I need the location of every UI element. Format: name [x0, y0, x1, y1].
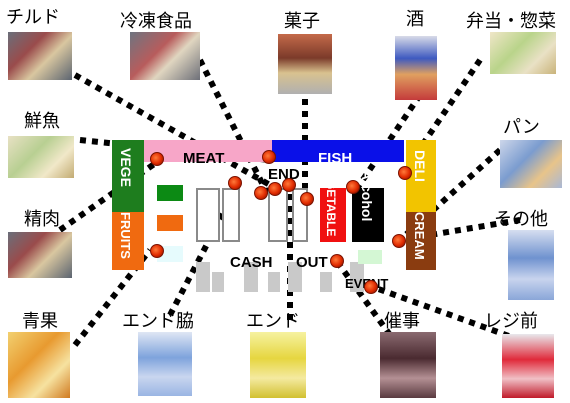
- register-7: [350, 262, 364, 292]
- label-register-front: レジ前: [484, 311, 538, 332]
- fruit-veg-photo: [8, 332, 70, 398]
- label-end: エンド: [246, 311, 300, 332]
- line-register-front: [368, 283, 522, 343]
- marker-dot: [330, 254, 344, 268]
- other-photo: [508, 230, 554, 300]
- frozen-photo: [130, 32, 200, 80]
- zone-cream: [406, 212, 436, 270]
- label-bread: パン: [503, 117, 540, 138]
- end-photo: [250, 332, 306, 398]
- register-4: [268, 272, 280, 292]
- line-meat: [58, 157, 162, 233]
- marker-dot: [300, 192, 314, 206]
- line-event: [333, 258, 393, 337]
- sweets-photo: [278, 34, 332, 94]
- register-2: [212, 272, 224, 292]
- zone-cash-label: CASH: [230, 254, 273, 271]
- label-sweets: 菓子: [284, 11, 320, 32]
- zone-event-block: [358, 250, 382, 264]
- label-bento: 弁当・惣菜: [466, 11, 556, 32]
- label-other: その他: [494, 209, 548, 230]
- liquor-photo: [395, 36, 437, 100]
- line-chilled: [73, 72, 272, 188]
- end-side-photo: [138, 332, 192, 396]
- bread-photo: [500, 140, 562, 188]
- register-6: [320, 272, 332, 292]
- zone-meat-label: MEAT: [183, 150, 225, 167]
- register-3: [244, 262, 258, 292]
- aisle-shelf-2: [222, 188, 240, 242]
- label-fish: 鮮魚: [24, 111, 60, 132]
- zone-vegetable: [320, 188, 346, 242]
- zone-vegetable-label: VEGETABLE: [324, 164, 338, 237]
- zone-vege-label: VEGE: [118, 148, 134, 187]
- label-fruit-veg: 青果: [22, 311, 58, 332]
- chilled-photo: [8, 32, 72, 80]
- label-frozen: 冷凍食品: [120, 11, 192, 32]
- zone-fish: [272, 140, 404, 162]
- marker-dot: [282, 178, 296, 192]
- label-chilled: チルド: [6, 7, 60, 28]
- event-photo: [380, 332, 436, 398]
- marker-dot: [228, 176, 242, 190]
- label-end-side: エンド脇: [122, 311, 194, 332]
- bento-photo: [490, 32, 556, 74]
- marker-dot: [254, 186, 268, 200]
- aisle-shelf-1: [196, 188, 220, 242]
- small-orange-block: [157, 215, 183, 231]
- zone-fish-label: FISH: [318, 150, 353, 167]
- small-green-block: [157, 185, 183, 201]
- zone-alcohol-label: Alcohol: [359, 170, 375, 222]
- line-frozen: [197, 58, 271, 197]
- label-meat: 精肉: [24, 209, 60, 230]
- marker-dot: [346, 180, 360, 194]
- register-front-photo: [502, 334, 554, 398]
- zone-deli-label: DELI: [412, 150, 428, 182]
- meat-photo: [8, 232, 72, 278]
- marker-dot: [398, 166, 412, 180]
- marker-dot: [150, 152, 164, 166]
- marker-dot: [268, 182, 282, 196]
- label-event: 催事: [384, 311, 420, 332]
- zone-out-label: OUT: [296, 254, 328, 271]
- label-liquor: 酒: [406, 9, 424, 30]
- zone-fruits: [112, 212, 144, 270]
- zone-vege: [112, 140, 144, 212]
- marker-dot: [262, 150, 276, 164]
- aisle-shelf-3: [268, 188, 288, 242]
- marker-dot: [150, 244, 164, 258]
- zone-meat: [144, 140, 272, 162]
- register-5: [288, 262, 302, 292]
- register-1: [196, 262, 210, 292]
- marker-dot: [392, 234, 406, 248]
- zone-cream-label: CREAM: [412, 212, 427, 260]
- fish-photo: [8, 136, 74, 178]
- zone-alcohol: [352, 188, 384, 242]
- marker-dot: [364, 280, 378, 294]
- zone-fruits-label: FRUITS: [118, 212, 133, 259]
